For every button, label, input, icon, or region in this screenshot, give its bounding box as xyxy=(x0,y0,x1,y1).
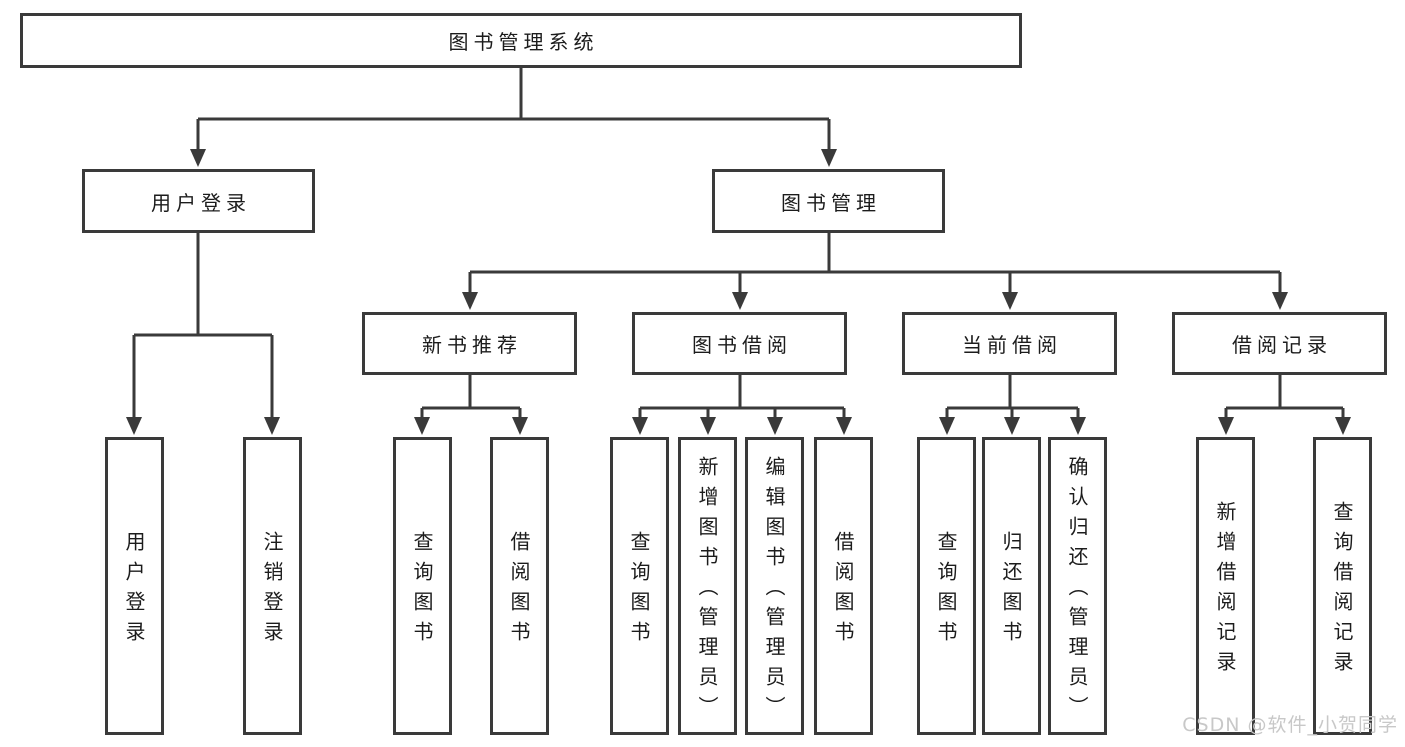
node-current-borrowing: 当前借阅 xyxy=(902,312,1117,375)
node-user-login-label: 用户登录 xyxy=(151,190,251,215)
leaf-user-login-label: 用户登录 xyxy=(122,531,146,651)
node-new-book-recommend: 新书推荐 xyxy=(362,312,577,375)
leaf-edit-books-admin: 编辑图书（管理员） xyxy=(745,437,804,735)
leaf-query-books-recommend-label: 查询图书 xyxy=(410,531,434,651)
node-root: 图书管理系统 xyxy=(20,13,1022,68)
leaf-add-books-admin: 新增图书（管理员） xyxy=(678,437,737,735)
node-book-management-label: 图书管理 xyxy=(781,190,881,215)
node-root-label: 图书管理系统 xyxy=(448,30,599,54)
leaf-borrow-books-recommend-label: 借阅图书 xyxy=(507,531,531,651)
node-new-book-recommend-label: 新书推荐 xyxy=(422,333,522,357)
leaf-query-borrow-record: 查询借阅记录 xyxy=(1313,437,1372,735)
leaf-query-books-recommend: 查询图书 xyxy=(393,437,452,735)
node-borrowing-records-label: 借阅记录 xyxy=(1232,333,1332,357)
leaf-user-login: 用户登录 xyxy=(105,437,164,735)
node-borrowing-records: 借阅记录 xyxy=(1172,312,1387,375)
connector-paths xyxy=(132,68,1345,417)
leaf-query-books-borrowing: 查询图书 xyxy=(610,437,669,735)
leaf-borrow-books: 借阅图书 xyxy=(814,437,873,735)
arrow-down-icons xyxy=(126,149,1351,435)
node-book-borrowing-label: 图书借阅 xyxy=(692,333,792,357)
node-current-borrowing-label: 当前借阅 xyxy=(962,333,1062,357)
leaf-return-books: 归还图书 xyxy=(982,437,1041,735)
watermark-text: CSDN @软件_小贺同学 xyxy=(1182,714,1398,736)
node-book-management: 图书管理 xyxy=(712,169,945,233)
leaf-borrow-books-label: 借阅图书 xyxy=(831,531,855,651)
node-book-borrowing: 图书借阅 xyxy=(632,312,847,375)
leaf-logout-label: 注销登录 xyxy=(260,531,284,651)
leaf-edit-books-admin-label: 编辑图书（管理员） xyxy=(762,456,786,726)
leaf-add-books-admin-label: 新增图书（管理员） xyxy=(695,456,719,726)
leaf-confirm-return-admin-label: 确认归还（管理员） xyxy=(1065,456,1089,726)
leaf-add-borrow-record-label: 新增借阅记录 xyxy=(1213,501,1237,681)
leaf-query-borrow-record-label: 查询借阅记录 xyxy=(1330,501,1354,681)
leaf-add-borrow-record: 新增借阅记录 xyxy=(1196,437,1255,735)
node-user-login: 用户登录 xyxy=(82,169,315,233)
leaf-query-books-current-label: 查询图书 xyxy=(934,531,958,651)
leaf-logout: 注销登录 xyxy=(243,437,302,735)
leaf-query-books-current: 查询图书 xyxy=(917,437,976,735)
leaf-return-books-label: 归还图书 xyxy=(999,531,1023,651)
leaf-confirm-return-admin: 确认归还（管理员） xyxy=(1048,437,1107,735)
leaf-borrow-books-recommend: 借阅图书 xyxy=(490,437,549,735)
leaf-query-books-borrowing-label: 查询图书 xyxy=(627,531,651,651)
